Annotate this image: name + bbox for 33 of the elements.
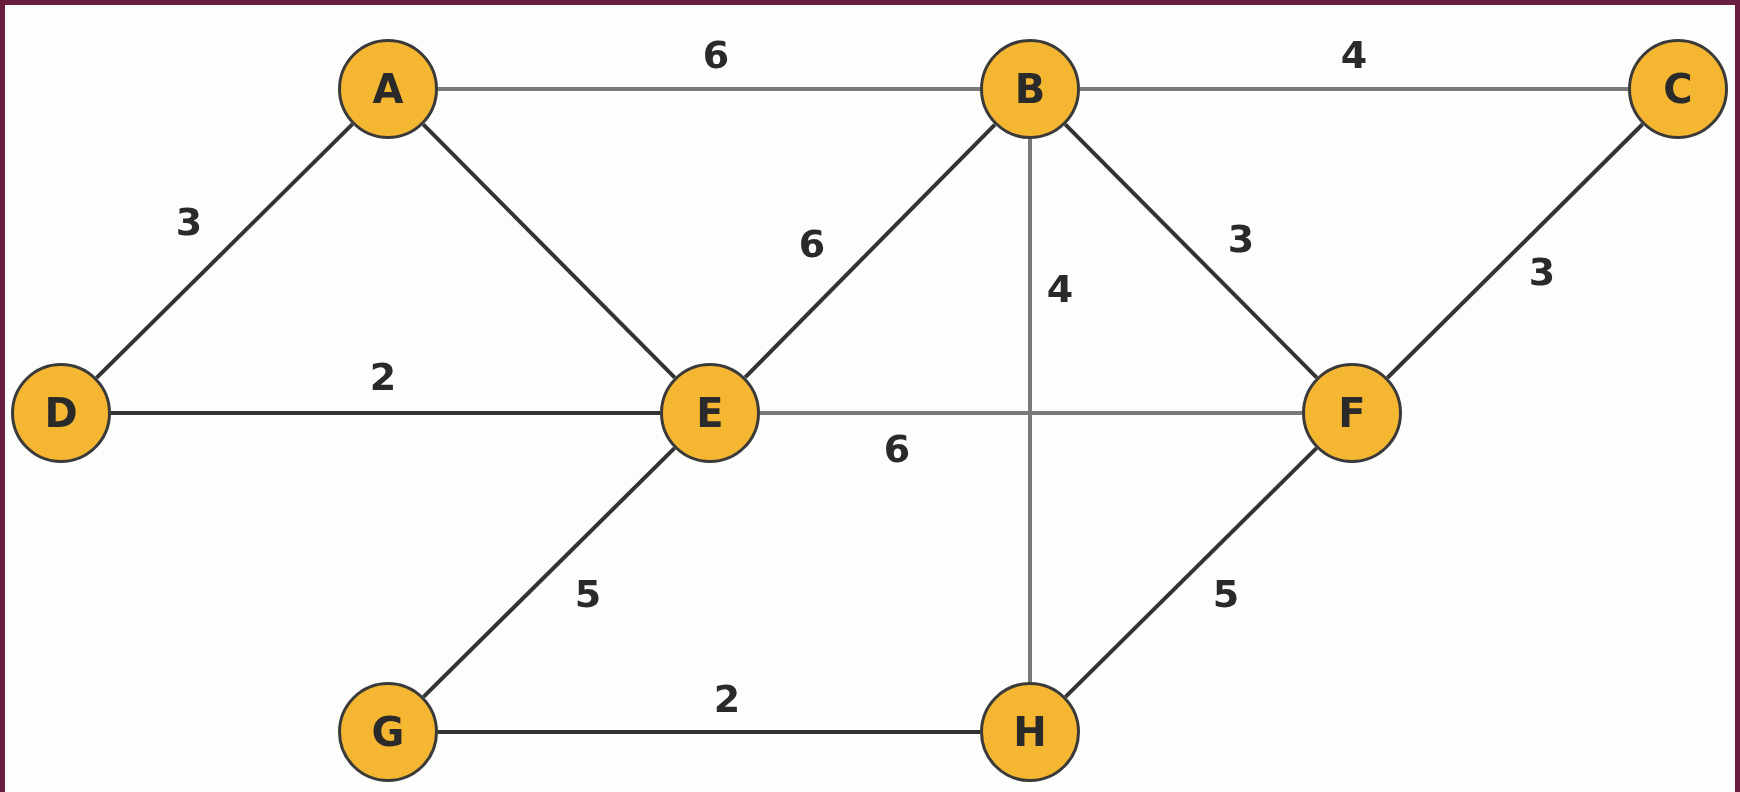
edge-weight: 3 [1227,217,1255,261]
edge-line [422,446,676,699]
edge-weight: 4 [1340,33,1368,77]
edge-weight: 2 [713,677,741,721]
edge-line [1080,87,1628,91]
vertex-label: B [1014,66,1046,112]
vertex-label: E [696,390,724,436]
edge-weight: 5 [574,572,602,616]
vertex-label: F [1338,390,1366,436]
edge-line [1028,139,1032,682]
edge-line [1063,123,1319,379]
vertex-label: D [44,390,78,436]
edge-line [95,122,354,380]
edge-weight: 6 [883,427,911,471]
edge-line [438,87,980,91]
edge-weight: 3 [175,200,203,244]
edge-weight: 4 [1046,267,1074,311]
edge-line [760,411,1302,415]
edge-line [1064,446,1318,699]
vertex-label: G [371,709,405,755]
edge-weight: 6 [798,222,826,266]
edge-line [111,411,660,415]
vertex-label: C [1663,66,1693,112]
edge-line [438,730,980,734]
edge-line [743,123,997,379]
vertex-label: H [1013,709,1047,755]
vertex-label: A [372,66,404,112]
edge-line [1386,122,1644,380]
edge-weight: 6 [702,33,730,77]
edge-line [421,123,677,379]
edge-weight: 5 [1212,572,1240,616]
edge-weight: 3 [1528,250,1556,294]
edge-weight: 2 [369,355,397,399]
